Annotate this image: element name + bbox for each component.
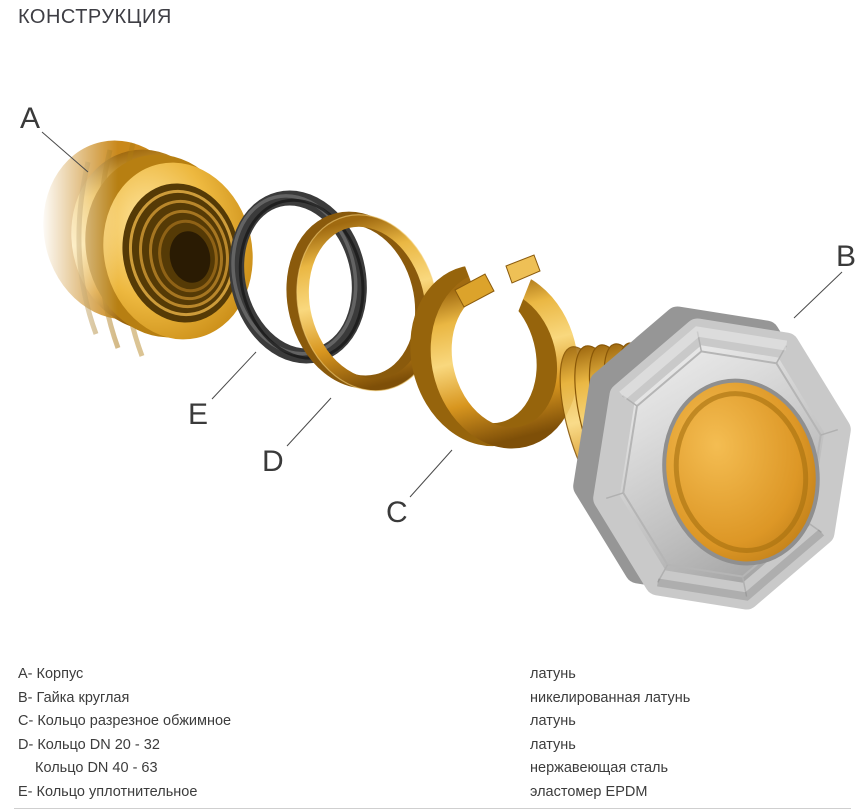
nut-highlight [619, 326, 788, 400]
internal-thread [158, 219, 218, 293]
leader-b [793, 271, 843, 319]
leader-d [286, 397, 332, 447]
leader-a [41, 131, 89, 173]
internal-thread [149, 209, 223, 301]
split-end-right [505, 254, 541, 284]
callouts: A B E D C [20, 102, 856, 529]
exploded-view-diagram: A B E D C [20, 102, 856, 610]
part-a-body [40, 118, 253, 384]
bottom-divider [14, 808, 851, 809]
part-b-nut [559, 306, 851, 610]
nut-bore-rim [673, 391, 809, 553]
nut-facet-lines [605, 331, 839, 597]
legend-row-a: A- Корпус латунь [18, 663, 847, 687]
legend-material: нержавеющая сталь [530, 760, 669, 776]
legend-material: эластомер EPDM [530, 783, 648, 800]
legend-material: латунь [530, 666, 576, 682]
legend-material: латунь [530, 713, 576, 729]
part-c-split-ring [410, 232, 579, 449]
legend-material: латунь [530, 736, 576, 753]
legend-part-name: D- Кольцо DN 20 - 32 [18, 736, 160, 753]
legend-row-d2: Кольцо DN 40 - 63 нержавеющая сталь [18, 757, 847, 781]
label-a: A [20, 102, 40, 135]
legend-row-b: B- Гайка круглая никелированная латунь [18, 687, 847, 711]
legend-part-name: A- Корпус [18, 666, 84, 682]
legend-part-name: E- Кольцо уплотнительное [18, 783, 198, 800]
legend-row-c: C- Кольцо разрезное обжимное латунь [18, 710, 847, 734]
label-e: E [188, 398, 208, 431]
legend-part-name: C- Кольцо разрезное обжимное [18, 713, 232, 729]
legend-part-name: Кольцо DN 40 - 63 [35, 760, 158, 776]
nut-shadow [657, 529, 825, 601]
legend-row-d1: D- Кольцо DN 20 - 32 латунь [18, 734, 847, 758]
legend-part-name: B- Гайка круглая [18, 689, 130, 706]
label-b: B [836, 240, 856, 273]
leader-c [409, 449, 453, 498]
internal-thread [139, 199, 229, 309]
legend-row-e: E- Кольцо уплотнительное эластомер EPDM [18, 781, 847, 805]
split-end-left [454, 273, 495, 308]
label-d: D [262, 445, 284, 478]
legend-material: никелированная латунь [530, 689, 691, 706]
legend: A- Корпус латунь B- Гайка круглая никели… [18, 663, 847, 804]
label-c: C [386, 496, 408, 529]
fade-overlay [40, 118, 118, 384]
nut-bore [662, 378, 820, 566]
page-title: КОНСТРУКЦИЯ [18, 6, 172, 28]
nut-body-front [593, 318, 851, 610]
leader-e [211, 351, 257, 400]
